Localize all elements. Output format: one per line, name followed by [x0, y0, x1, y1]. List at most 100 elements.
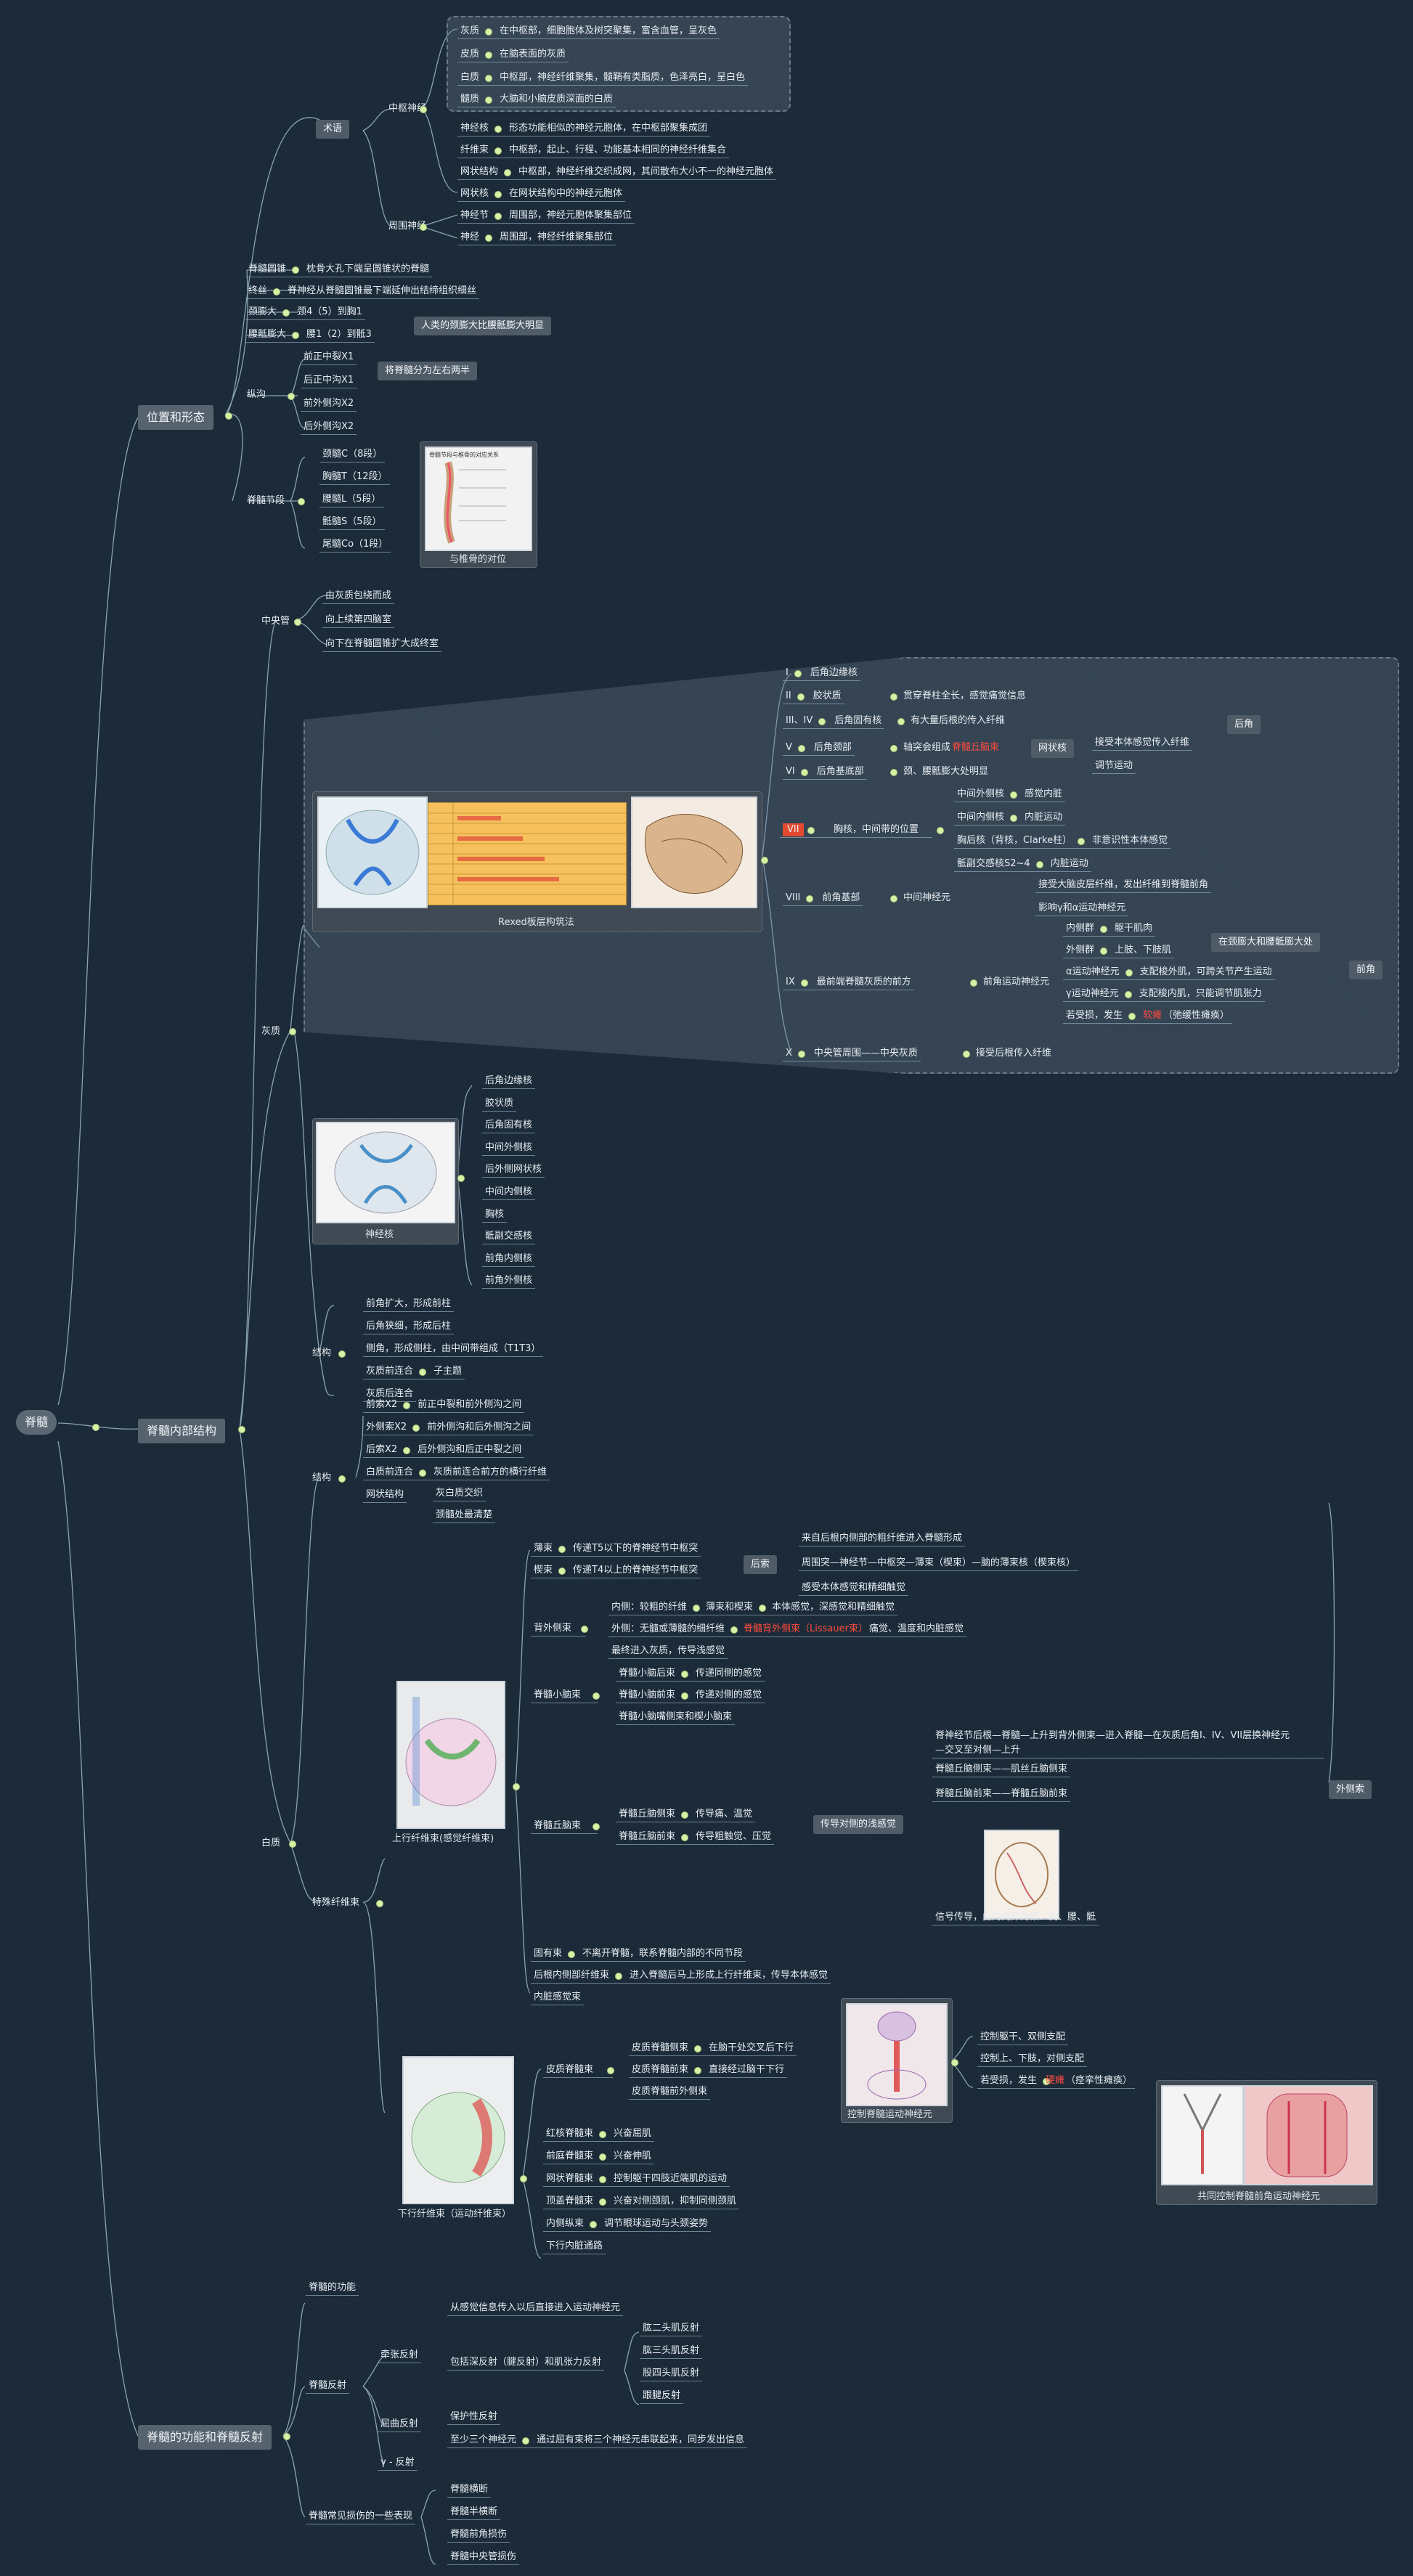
white-struct-2-value[interactable]: 后外侧沟和后正中裂之间	[418, 1444, 522, 1455]
descending-2-value[interactable]: 控制躯干四肢近端肌的运动	[614, 2173, 728, 2184]
lamina9-4-highlight[interactable]: 软瘫	[1143, 1010, 1162, 1021]
white-struct-1-value[interactable]: 前外侧沟和后外侧沟之间	[427, 1422, 532, 1432]
cst-damage-key[interactable]: 若受损，发生	[980, 2075, 1038, 2086]
descending-0-key[interactable]: 红核脊髓束	[546, 2128, 594, 2139]
cns-node[interactable]: 中枢神经	[388, 103, 427, 114]
lamina7-1-key[interactable]: 中间内侧核	[957, 812, 1005, 823]
stt-path-0a[interactable]: 脊神经节后根—脊髓—上升到背外侧束—进入脊髓—在灰质后角I、IV、VII层换神经…	[935, 1730, 1290, 1741]
gray-structure-node[interactable]: 结构	[312, 1348, 332, 1358]
lamina7-3-key[interactable]: 骶副交感核S2~4	[957, 858, 1030, 869]
white-reticular-0-key[interactable]: 灰白质交织	[436, 1488, 484, 1499]
cervical-enlargement-key[interactable]: 颈膨大	[248, 306, 277, 317]
white-struct-0-key[interactable]: 前索X2	[366, 1399, 398, 1410]
posterior-column-0-key[interactable]: 来自后根内侧部的粗纤维进入脊髓形成	[802, 1533, 963, 1544]
lamina9-4-key[interactable]: 若受损，发生	[1066, 1010, 1123, 1021]
term-7-value[interactable]: 在网状结构中的神经元胞体	[509, 188, 623, 199]
damage-item-0-key[interactable]: 脊髓横断	[450, 2484, 489, 2495]
central-canal-1-key[interactable]: 向上续第四脑室	[325, 614, 392, 625]
nucleus-0-key[interactable]: 后角边缘核	[485, 1075, 533, 1086]
posterior-column-1-key[interactable]: 周围突—神经节—中枢突—薄束（楔束）—脑的薄束核（楔束核）	[802, 1557, 1076, 1568]
lamina9-0-value[interactable]: 躯干肌肉	[1115, 923, 1153, 934]
posterior-column-node[interactable]: 后索	[744, 1555, 778, 1574]
deep-reflex-1-key[interactable]: 肱三头肌反射	[643, 2345, 700, 2356]
spinothalamic-tract[interactable]: 脊髓丘脑束	[534, 1820, 582, 1831]
dorsolateral-0-value[interactable]: 薄束和楔束	[706, 1602, 754, 1613]
propriospinal-value[interactable]: 不离开脊髓，联系脊髓内部的不同节段	[582, 1948, 744, 1959]
dorsolateral-0-key[interactable]: 内侧：较粗的纤维	[611, 1602, 688, 1613]
damage-item-2-key[interactable]: 脊髓前角损伤	[450, 2529, 508, 2540]
lamina-2-key[interactable]: III、IV	[786, 715, 813, 726]
flexor-item-1-key[interactable]: 至少三个神经元	[450, 2434, 517, 2445]
lamina-7-key[interactable]: IX	[786, 977, 795, 987]
stt-path-0b[interactable]: —交叉至对侧—上升	[935, 1745, 1021, 1756]
nucleus-3-key[interactable]: 中间外侧核	[485, 1141, 533, 1153]
enlargement-note[interactable]: 人类的颈膨大比腰骶膨大明显	[414, 317, 552, 335]
segment-4-key[interactable]: 尾髓Co（1段）	[322, 539, 388, 550]
reticular-nucleus-node[interactable]: 网状核	[1031, 739, 1075, 758]
deep-reflex-3-key[interactable]: 跟腱反射	[643, 2390, 681, 2401]
white-struct-4-key[interactable]: 网状结构	[366, 1489, 404, 1500]
lamina-8-detail[interactable]: 接受后根传入纤维	[976, 1048, 1052, 1059]
nucleus-8-key[interactable]: 前角内侧核	[485, 1252, 533, 1264]
term-0-key[interactable]: 灰质	[460, 25, 480, 36]
nucleus-1-key[interactable]: 胶状质	[485, 1097, 514, 1109]
lamina9-3-value[interactable]: 支配梭内肌，只能调节肌张力	[1139, 988, 1262, 999]
spinocerebellar-1-value[interactable]: 传递对侧的感觉	[696, 1690, 762, 1700]
term-5-value[interactable]: 中枢部，起止、行程、功能基本相同的神经纤维集合	[509, 144, 727, 155]
cst-right-0-key[interactable]: 控制躯干、双侧支配	[980, 2031, 1066, 2042]
spinothalamic-0-key[interactable]: 脊髓丘脑侧束	[619, 1809, 676, 1819]
lamina7-0-value[interactable]: 感觉内脏	[1025, 788, 1063, 799]
conus-key[interactable]: 脊髓圆锥	[248, 264, 287, 274]
dorsolateral-1-key[interactable]: 外侧：无髓或薄髓的细纤维	[611, 1623, 725, 1634]
term-8-value[interactable]: 周围部，神经元胞体聚集部位	[509, 210, 632, 221]
dorsal-horn-node[interactable]: 后角	[1227, 715, 1261, 734]
filum-value[interactable]: 脊神经从脊髓圆锥最下端延伸出结缔组织细丝	[288, 285, 477, 296]
lamina-1-value[interactable]: 胶状质	[813, 690, 842, 701]
section-position[interactable]: 位置和形态	[138, 405, 214, 430]
lamina-4-detail[interactable]: 颈、腰骶膨大处明显	[903, 766, 989, 777]
lamina-3-key[interactable]: V	[786, 742, 792, 753]
groove-3-key[interactable]: 后外侧沟X2	[304, 421, 354, 432]
dorsolateral-bundle[interactable]: 背外侧束	[534, 1623, 572, 1634]
lamina-4-value[interactable]: 后角基底部	[816, 766, 864, 777]
cuneate-key[interactable]: 楔束	[534, 1565, 553, 1576]
gray-matter-node[interactable]: 灰质	[261, 1026, 281, 1037]
corticospinal-0-value[interactable]: 在脑干处交叉后下行	[709, 2042, 794, 2053]
flexor-reflex-key[interactable]: 屈曲反射	[380, 2418, 419, 2429]
stt-path-2-key[interactable]: 脊髓丘脑前束——脊髓丘脑前束	[935, 1788, 1068, 1799]
dorsolateral-2-key[interactable]: 最终进入灰质，传导浅感觉	[611, 1645, 725, 1656]
stt-path-3-key[interactable]: 信号传导，由内向外为颈、胸、腰、骶	[935, 1912, 1096, 1923]
nucleus-2-key[interactable]: 后角固有核	[485, 1120, 533, 1131]
gamma-reflex-key[interactable]: γ - 反射	[380, 2457, 415, 2468]
reticular-1-key[interactable]: 调节运动	[1095, 760, 1133, 771]
section-inner-structure[interactable]: 脊髓内部结构	[138, 1419, 226, 1443]
damage-item-3-key[interactable]: 脊髓中央管损伤	[450, 2551, 517, 2562]
stretch-item-1-key[interactable]: 包括深反射（腱反射）和肌张力反射	[450, 2357, 602, 2368]
spinothalamic-0-value[interactable]: 传导痛、温觉	[696, 1809, 753, 1819]
gray-struct-3-value[interactable]: 子主题	[433, 1366, 463, 1377]
groove-2-key[interactable]: 前外侧沟X2	[304, 398, 354, 409]
white-reticular-1-key[interactable]: 颈髓处最清楚	[436, 1509, 493, 1520]
groove-node[interactable]: 纵沟	[247, 389, 266, 400]
lamina7-2-value[interactable]: 非意识性本体感觉	[1092, 835, 1168, 846]
gray-struct-4-key[interactable]: 灰质后连合	[366, 1388, 414, 1399]
dorsolateral-1-value[interactable]: 痛觉、温度和内脏感觉	[868, 1623, 964, 1634]
ix-location-note[interactable]: 在颈膨大和腰骶膨大处	[1211, 933, 1321, 952]
lamina-VII-key[interactable]: VII	[783, 823, 804, 836]
lamina-3-highlight[interactable]: 脊髓丘脑束	[952, 742, 1000, 753]
cervical-enlargement-value[interactable]: 颈4（5）到胸1	[297, 306, 362, 317]
central-canal-2-key[interactable]: 向下在脊髓圆锥扩大成终室	[325, 638, 439, 649]
spinothalamic-1-key[interactable]: 脊髓丘脑前束	[619, 1831, 676, 1842]
corticospinal-1-key[interactable]: 皮质脊髓前束	[632, 2064, 689, 2075]
dorsolateral-0-detail[interactable]: 本体感觉，深感觉和精细触觉	[772, 1602, 895, 1613]
groove-1-key[interactable]: 后正中沟X1	[304, 375, 354, 386]
lamina-1-detail[interactable]: 贯穿脊柱全长，感觉痛觉信息	[903, 690, 1027, 701]
groove-0-key[interactable]: 前正中裂X1	[304, 351, 354, 362]
filum-key[interactable]: 终丝	[248, 285, 268, 296]
lamina-0-key[interactable]: I	[786, 667, 789, 678]
posterior-column-2-key[interactable]: 感受本体感觉和精细触觉	[802, 1582, 906, 1593]
descending-1-key[interactable]: 前庭脊髓束	[546, 2151, 594, 2161]
lamina7-2-key[interactable]: 胸后核（背核，Clarke柱）	[957, 835, 1072, 846]
ventral-horn-node[interactable]: 前角	[1349, 961, 1383, 979]
lamina-8-value[interactable]: 中央管周围——中央灰质	[813, 1048, 918, 1059]
